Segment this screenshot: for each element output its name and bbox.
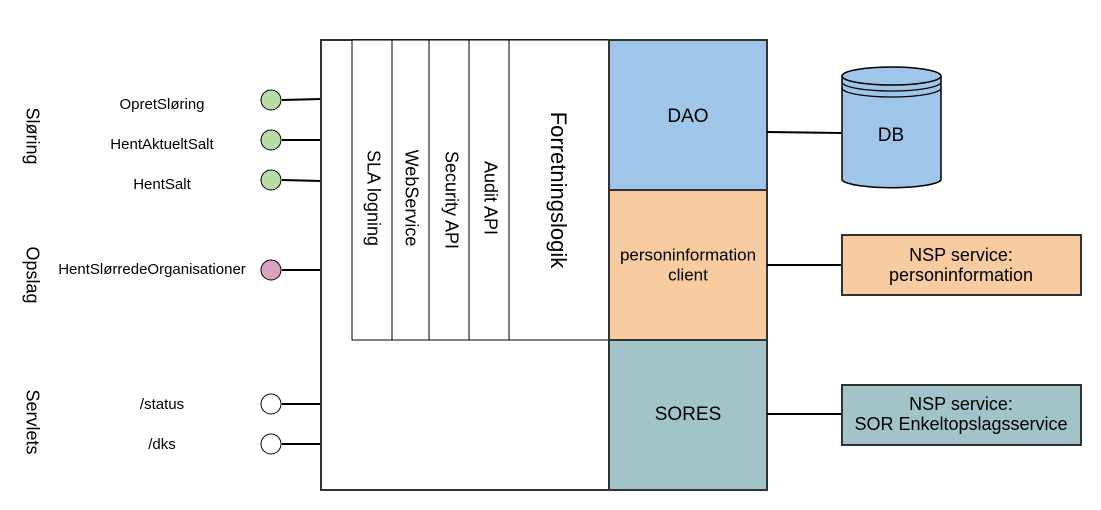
layer-webservice-label: WebService <box>401 150 421 247</box>
interface-label-hent-org: HentSlørredeOrganisationer <box>58 261 246 278</box>
component-sores-label: SORES <box>655 404 722 425</box>
component-person-client-label-1: personinformation <box>620 245 756 264</box>
port-hent-org <box>260 259 282 281</box>
port-opret <box>260 89 282 111</box>
layer-audit-label: Audit API <box>480 161 500 235</box>
external-nsp-person-label-2: personinformation <box>889 265 1033 285</box>
layer-audit-box <box>468 39 510 341</box>
interface-label-status: /status <box>140 396 184 413</box>
group-label-servlets: Servlets <box>22 389 42 454</box>
port-status <box>260 393 282 415</box>
interface-label-hent-aktuelt: HentAktueltSalt <box>110 136 214 153</box>
external-nsp-sor <box>841 384 1082 446</box>
layer-forretning-label: Forretningslogik <box>546 112 571 270</box>
database-label: DB <box>878 125 904 146</box>
external-nsp-sor-label-1: NSP service: <box>909 394 1013 414</box>
layer-webservice-box <box>391 39 430 341</box>
interface-label-dks: /dks <box>148 436 176 453</box>
component-sores <box>608 339 768 491</box>
external-nsp-person <box>841 234 1082 296</box>
database-cylinder <box>841 66 942 189</box>
port-hent-aktuelt <box>260 129 282 151</box>
interface-label-opret: OpretSløring <box>119 96 204 113</box>
port-connectors <box>281 98 322 445</box>
layer-security-label: Security API <box>441 151 461 249</box>
layer-forretning-box <box>508 39 610 341</box>
component-person-client-label-2: client <box>668 265 708 284</box>
layer-security-box <box>428 39 470 341</box>
layer-sla-box <box>351 39 393 341</box>
port-hent-salt <box>260 169 282 191</box>
group-label-opslag: Opslag <box>22 246 42 303</box>
component-dao <box>608 39 768 191</box>
interface-label-hent-salt: HentSalt <box>133 176 191 193</box>
layer-sla-label: SLA logning <box>363 150 383 246</box>
external-connectors <box>766 131 843 415</box>
component-dao-label: DAO <box>667 106 708 127</box>
group-label-slorring: Sløring <box>22 107 42 164</box>
port-dks <box>260 433 282 455</box>
external-nsp-person-label-1: NSP service: <box>909 245 1013 265</box>
external-nsp-sor-label-2: SOR Enkeltopslagsservice <box>854 414 1067 434</box>
